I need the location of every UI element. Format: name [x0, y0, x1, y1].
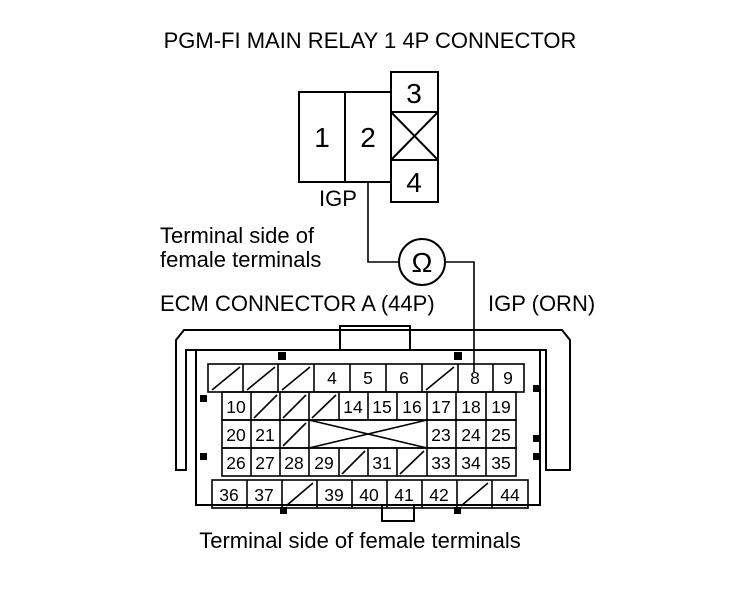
ecm-pin-grid — [207, 363, 529, 509]
ecm-pin-10: 10 — [226, 397, 246, 417]
ecm-pin-41: 41 — [394, 485, 413, 505]
ecm-pin-34: 34 — [461, 453, 481, 473]
ecm-housing-locks — [200, 352, 540, 514]
ecm-pin-14: 14 — [343, 397, 363, 417]
relay-wire-label: IGP — [319, 186, 357, 211]
ecm-wire-label: IGP (ORN) — [488, 291, 595, 316]
ecm-pin-17: 17 — [431, 397, 450, 417]
ecm-pin-28: 28 — [284, 453, 303, 473]
ecm-pin-8: 8 — [470, 368, 480, 388]
terminal-side-label-line2: female terminals — [160, 247, 321, 272]
ecm-pin-23: 23 — [431, 425, 450, 445]
ecm-pin-29: 29 — [314, 453, 333, 473]
ecm-pin-16: 16 — [402, 397, 421, 417]
relay-terminal-4: 4 — [406, 167, 422, 198]
diagram-title: PGM-FI MAIN RELAY 1 4P CONNECTOR — [164, 28, 577, 53]
ecm-pin-24: 24 — [461, 425, 481, 445]
ecm-pin-35: 35 — [491, 453, 510, 473]
ecm-pin-4: 4 — [327, 368, 337, 388]
ecm-pin-5: 5 — [363, 368, 373, 388]
terminal-side-label-line1: Terminal side of — [160, 223, 315, 248]
ecm-pin-33: 33 — [431, 453, 450, 473]
ecm-pin-37: 37 — [254, 485, 273, 505]
ecm-pin-42: 42 — [429, 485, 448, 505]
ecm-pin-9: 9 — [503, 368, 513, 388]
ecm-pin-15: 15 — [372, 397, 391, 417]
ecm-pin-40: 40 — [359, 485, 379, 505]
ecm-pin-36: 36 — [219, 485, 238, 505]
ecm-pin-39: 39 — [324, 485, 343, 505]
ecm-pin-25: 25 — [491, 425, 510, 445]
bottom-caption: Terminal side of female terminals — [199, 528, 521, 553]
relay-terminal-2: 2 — [360, 122, 376, 153]
relay-terminal-3: 3 — [406, 78, 422, 109]
relay-cavity-4 — [390, 159, 439, 203]
ohmmeter-icon: Ω — [412, 247, 433, 278]
ecm-pin-20: 20 — [226, 425, 246, 445]
ecm-connector-housing — [175, 325, 571, 522]
ecm-pin-27: 27 — [255, 453, 274, 473]
ecm-pin-21: 21 — [255, 425, 274, 445]
relay-terminal-1: 1 — [314, 122, 330, 153]
ecm-connector-label: ECM CONNECTOR A (44P) — [160, 291, 435, 316]
ecm-pin-18: 18 — [461, 397, 480, 417]
ohmmeter-symbol-circle — [398, 238, 446, 286]
probe-wires — [367, 182, 475, 372]
ecm-pin-6: 6 — [399, 368, 409, 388]
ecm-pin-19: 19 — [491, 397, 510, 417]
ecm-pin-31: 31 — [372, 453, 391, 473]
ecm-pin-44: 44 — [500, 485, 520, 505]
ecm-pin-26: 26 — [226, 453, 245, 473]
